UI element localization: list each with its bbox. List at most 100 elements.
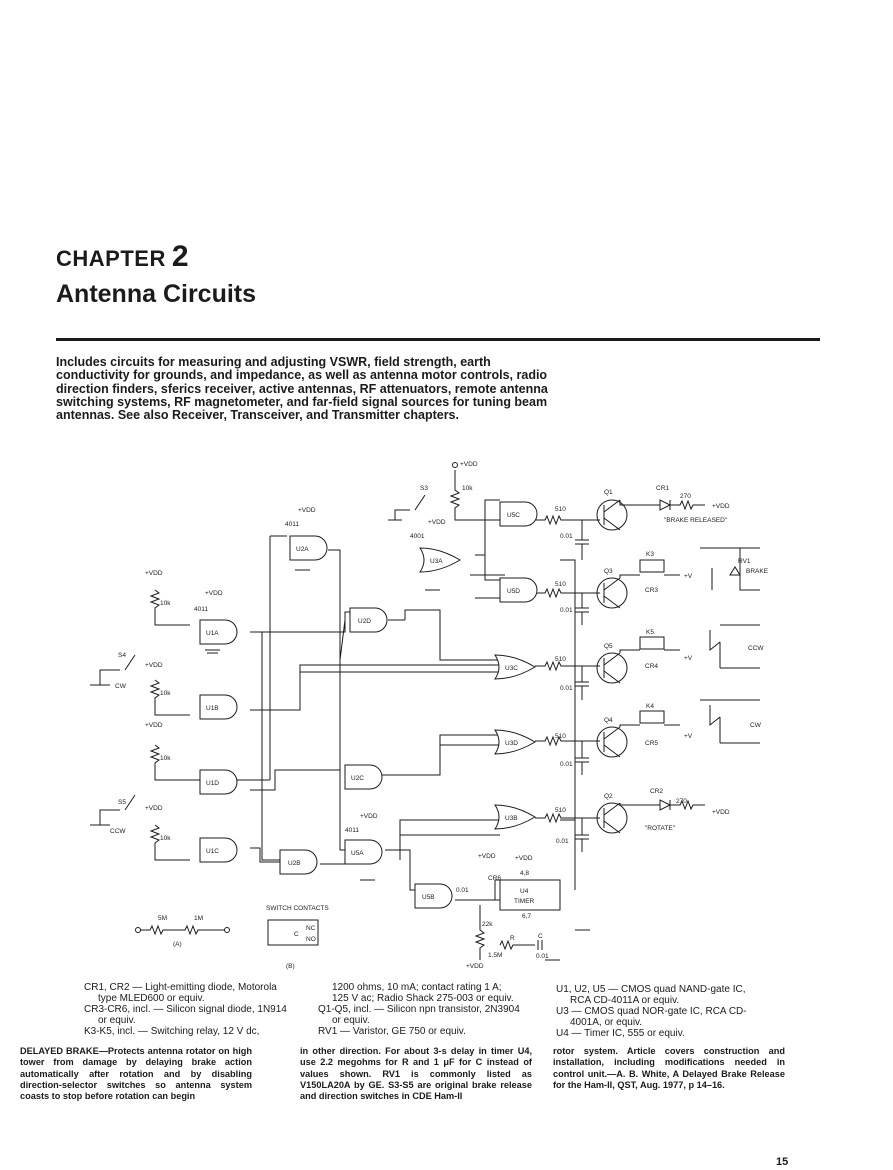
ic4011-u1a: 4011: [194, 606, 208, 613]
r1m-label: 1M: [194, 915, 203, 922]
ccw-switch-label: CCW: [110, 828, 126, 835]
parts-line: or equiv.: [98, 1015, 136, 1026]
gate-u2a: U2A: [296, 546, 309, 553]
parts-line: 4001A, or equiv.: [570, 1017, 643, 1028]
timer-u4: U4: [520, 888, 529, 895]
parts-line: U3 — CMOS quad NOR-gate IC, RCA CD-: [556, 1006, 747, 1017]
parts-list-col1: CR1, CR2 — Light-emitting diode, Motorol…: [84, 982, 302, 1037]
vdd-label-u2a: +VDD: [298, 507, 316, 514]
r510-q2: 510: [555, 807, 566, 814]
switch-s5: S5: [118, 799, 126, 806]
gate-u2c: U2C: [351, 775, 364, 782]
rv1-label: RV1: [738, 558, 751, 565]
r5m-label: 5M: [158, 915, 167, 922]
ic4011-u5a: 4011: [345, 827, 359, 834]
relay-k5: K5: [646, 629, 654, 636]
gate-u1b: U1B: [206, 705, 219, 712]
cap-q3: 0.01: [560, 607, 573, 614]
plusv-k3: +V: [684, 573, 693, 580]
r10k-c: 10k: [160, 755, 171, 762]
chapter-label: CHAPTER: [56, 246, 166, 271]
c-label: C: [538, 933, 543, 940]
parts-line: 1200 ohms, 10 mA; contact rating 1 A;: [332, 982, 502, 993]
gate-u1d: U1D: [206, 780, 219, 787]
r15m-label: 1.5M: [488, 952, 502, 959]
r10k-b: 10k: [160, 690, 171, 697]
ic4011-u2a: 4011: [285, 521, 299, 528]
gate-u5b: U5B: [422, 894, 435, 901]
parts-line: CR3-CR6, incl. — Silicon signal diode, 1…: [84, 1004, 287, 1015]
r510-q4: 510: [555, 733, 566, 740]
cap-q1: 0.01: [560, 533, 573, 540]
diode-cr6: CR6: [488, 875, 501, 882]
parts-list-col2: 1200 ohms, 10 mA; contact rating 1 A; 12…: [318, 982, 542, 1037]
description-col1: DELAYED BRAKE—Protects antenna rotator o…: [20, 1046, 252, 1102]
fig-a-label: (A): [173, 941, 182, 948]
parts-line: RV1 — Varistor, GE 750 or equiv.: [318, 1026, 466, 1037]
r510-q3: 510: [555, 581, 566, 588]
gate-u2d: U2D: [358, 618, 371, 625]
parts-line: K3-K5, incl. — Switching relay, 12 V dc,: [84, 1026, 260, 1037]
gate-u3c: U3C: [505, 665, 518, 672]
diode-cr2: CR2: [650, 788, 663, 795]
r10k-d: 10k: [160, 835, 171, 842]
r270-q2: 270: [676, 798, 687, 805]
diode-cr3: CR3: [645, 587, 658, 594]
vdd-label-u1d: +VDD: [145, 722, 163, 729]
plusv-k4: +V: [684, 733, 693, 740]
vdd-label-s3: +VDD: [460, 461, 478, 468]
ccw-contact-label: CCW: [748, 645, 764, 652]
plusv-k5: +V: [684, 655, 693, 662]
title-rule: [56, 338, 820, 341]
r510-q1: 510: [555, 506, 566, 513]
nc-label: NC: [306, 925, 316, 932]
cap-q5: 0.01: [560, 685, 573, 692]
gate-u5d: U5D: [507, 588, 520, 595]
vdd-label-timer2: +VDD: [515, 855, 533, 862]
parts-line: or equiv.: [332, 1015, 370, 1026]
diode-cr4: CR4: [645, 663, 658, 670]
switch-s4: S4: [118, 652, 126, 659]
rotate-label: "ROTATE": [645, 825, 676, 832]
description-col2: in other direction. For about 3-s delay …: [300, 1046, 532, 1102]
chapter-number: 2: [171, 240, 190, 273]
parts-line: RCA CD-4011A or equiv.: [570, 995, 680, 1006]
vdd-label-u5a: +VDD: [360, 813, 378, 820]
gate-u1c: U1C: [206, 848, 219, 855]
vdd-label-u3a: +VDD: [428, 519, 446, 526]
chapter-title: Antenna Circuits: [56, 280, 257, 308]
parts-line: type MLED600 or equiv.: [98, 993, 205, 1004]
r-label: R: [510, 935, 515, 942]
intro-paragraph: Includes circuits for measuring and adju…: [56, 355, 548, 423]
gate-u3d: U3D: [505, 740, 518, 747]
cw-contact-label: CW: [750, 722, 762, 729]
relay-k4: K4: [646, 703, 654, 710]
gate-u5a: U5A: [351, 850, 364, 857]
gate-u3a: U3A: [430, 558, 443, 565]
vdd-label-s5: +VDD: [145, 805, 163, 812]
gate-u1a: U1A: [206, 630, 219, 637]
diode-cr1: CR1: [656, 485, 669, 492]
parts-line: U4 — Timer IC, 555 or equiv.: [556, 1028, 685, 1039]
transistor-q2: Q2: [604, 793, 613, 800]
gate-u3b: U3B: [505, 815, 518, 822]
relay-k3: K3: [646, 551, 654, 558]
r22k-label: 22k: [482, 921, 493, 928]
vdd-label-s4b: +VDD: [145, 662, 163, 669]
r10k-a: 10k: [160, 600, 171, 607]
cap-q2: 0.01: [556, 838, 569, 845]
transistor-q5: Q5: [604, 643, 613, 650]
cap-timer: 0.01: [536, 953, 549, 960]
description-col3: rotor system. Article covers constructio…: [553, 1046, 785, 1090]
page-number: 15: [776, 1156, 789, 1168]
parts-list-col3: U1, U2, U5 — CMOS quad NAND-gate IC, RCA…: [556, 984, 786, 1039]
timer-label: TIMER: [514, 898, 535, 905]
description-title: DELAYED BRAKE—: [20, 1046, 108, 1056]
delayed-brake-schematic: U1A U1B U1D U1C U2A U2B U2C U2D U3A U3B …: [90, 461, 769, 970]
r510-q5: 510: [555, 656, 566, 663]
cap-q4: 0.01: [560, 761, 573, 768]
diode-cr5: CR5: [645, 740, 658, 747]
vdd-label-bottom: +VDD: [466, 963, 484, 970]
com-label: C: [294, 931, 299, 938]
